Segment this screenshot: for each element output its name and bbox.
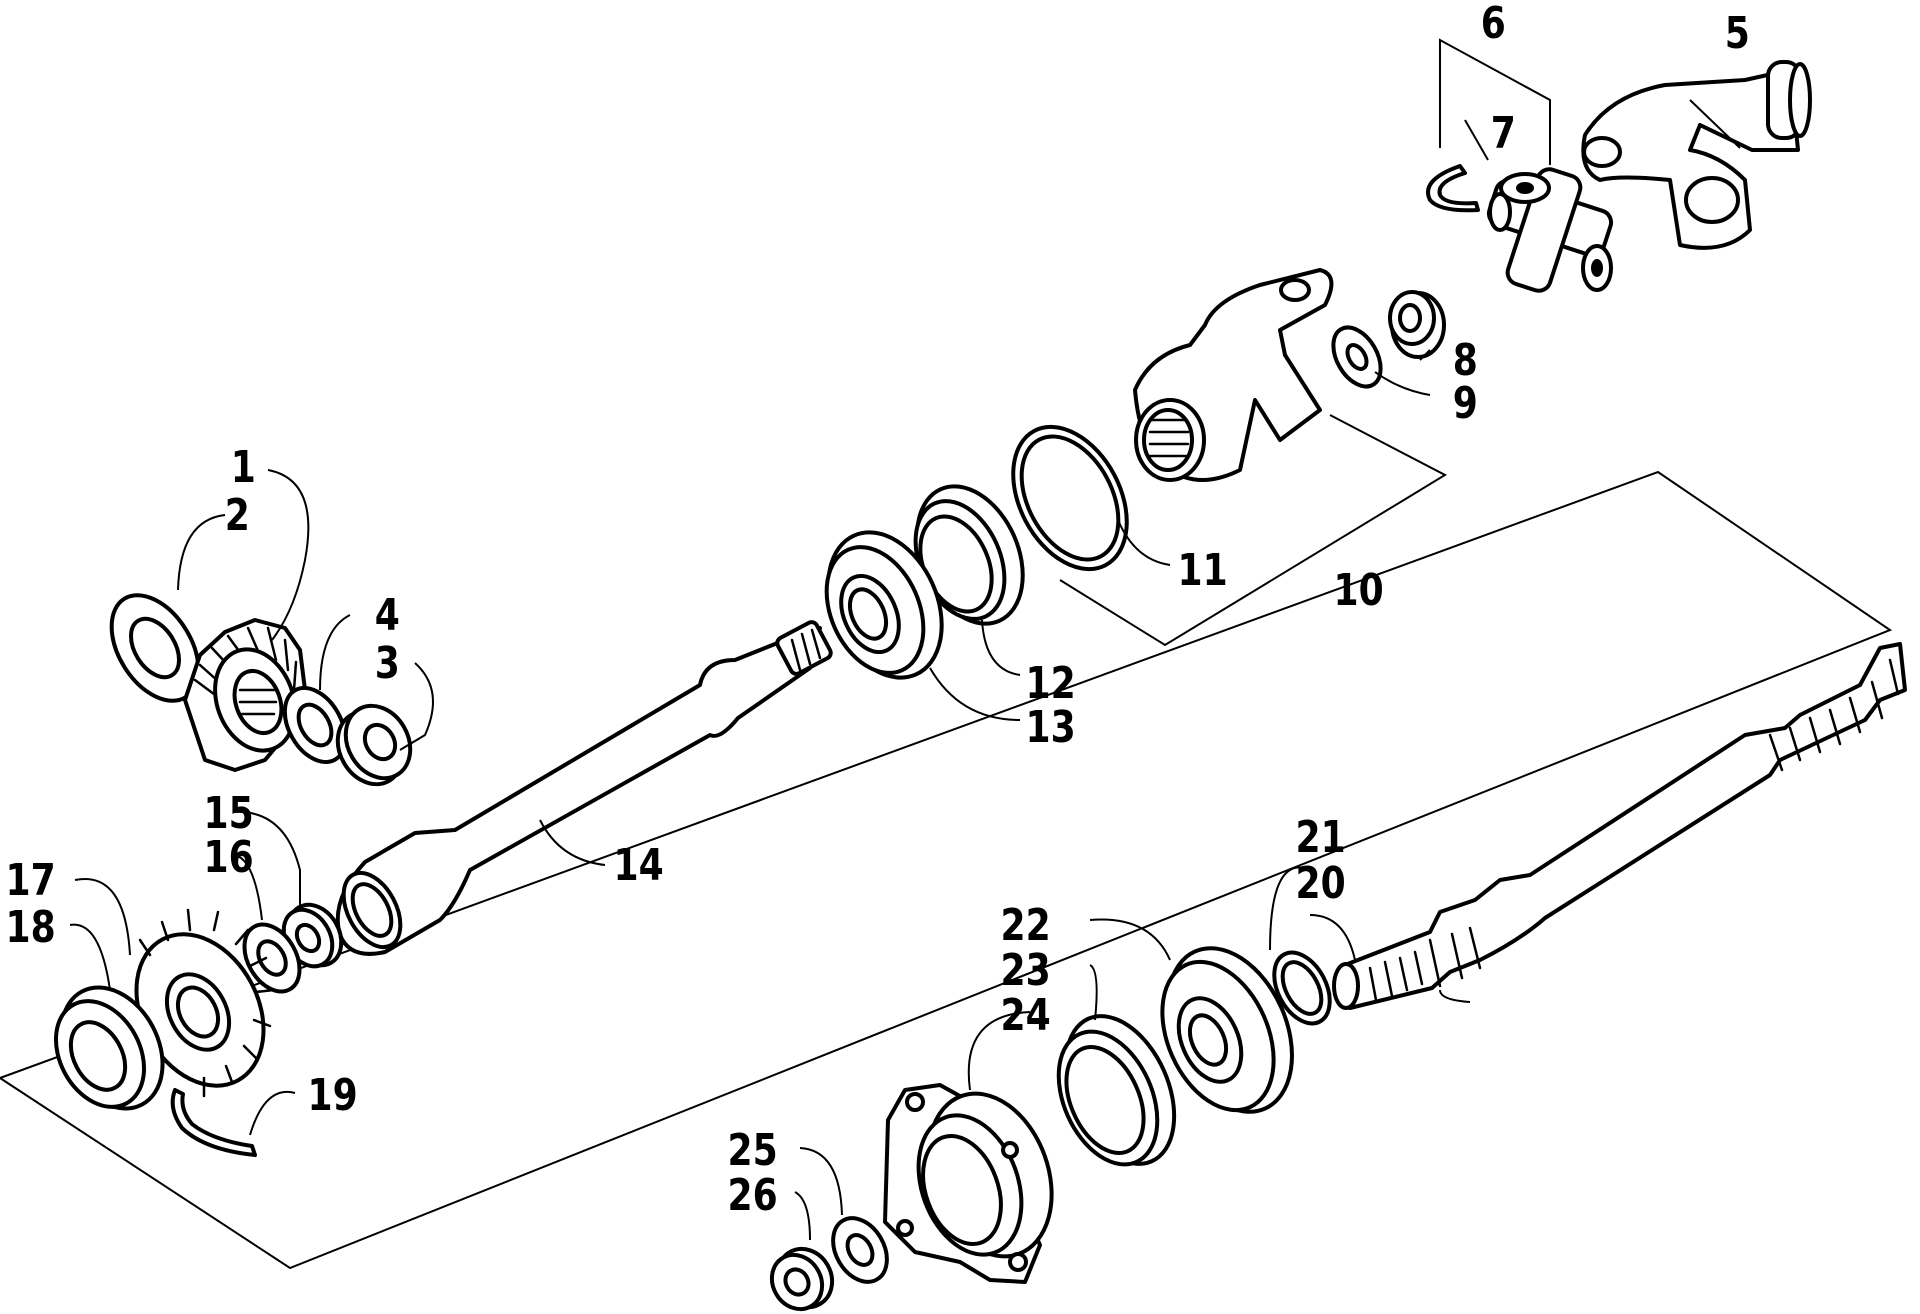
callout-24: 24 (1001, 991, 1051, 1041)
assembly-outline-10 (1059, 414, 1448, 647)
callout-4: 4 (375, 591, 400, 641)
callout-labels: 1 2 3 4 5 6 7 8 9 10 11 12 13 14 15 16 1… (6, 0, 1750, 1221)
callout-23: 23 (1001, 946, 1051, 996)
callout-8: 8 (1453, 336, 1478, 386)
part-1-bevel-gear (183, 618, 307, 772)
part-2-washer (109, 593, 201, 703)
part-21-o-ring (1272, 950, 1332, 1026)
callout-7: 7 (1491, 109, 1516, 159)
callout-20: 20 (1296, 859, 1346, 909)
part-10-splined-yoke (1133, 268, 1334, 482)
part-14-drive-shaft (335, 620, 833, 956)
part-20-output-shaft (1332, 642, 1907, 1010)
callout-26: 26 (728, 1171, 778, 1221)
part-26-washer (831, 1216, 889, 1284)
part-15-nut (281, 902, 344, 969)
assembly-outline-main (0, 470, 1893, 1270)
callout-17: 17 (6, 856, 56, 906)
callout-13: 13 (1026, 703, 1076, 753)
callout-15: 15 (204, 789, 254, 839)
part-19-circlip (170, 1088, 257, 1157)
callout-9: 9 (1453, 379, 1478, 429)
part-5-yoke (1581, 60, 1812, 250)
part-12-bearing-cup (913, 484, 1025, 626)
part-16-washer (242, 922, 302, 994)
part-8-nut (1388, 290, 1446, 359)
callout-6: 6 (1481, 0, 1506, 49)
callout-18: 18 (6, 903, 56, 953)
callout-16: 16 (204, 833, 254, 883)
callout-10: 10 (1334, 566, 1384, 616)
callout-22: 22 (1001, 901, 1051, 951)
callout-25: 25 (728, 1126, 778, 1176)
part-24-flange-housing (883, 1083, 1054, 1284)
part-9-washer (1331, 325, 1383, 389)
callout-5: 5 (1725, 9, 1750, 59)
callout-2: 2 (225, 491, 250, 541)
part-22-bearing (1160, 946, 1294, 1114)
part-13-bearing (824, 530, 944, 680)
part-17-gear (134, 908, 276, 1098)
callout-3: 3 (375, 639, 400, 689)
callout-12: 12 (1026, 659, 1076, 709)
part-25-nut (769, 1246, 835, 1312)
part-6-universal-joint-cross (1486, 167, 1614, 293)
callout-11: 11 (1178, 546, 1228, 596)
part-23-seal (1056, 1014, 1177, 1167)
callout-1: 1 (231, 443, 256, 493)
leader-lines (69, 99, 1741, 1241)
callout-14: 14 (614, 841, 664, 891)
part-11-seal-ring (1011, 424, 1129, 572)
part-18-bearing (53, 985, 165, 1111)
callout-21: 21 (1296, 813, 1346, 863)
part-7-circlip (1426, 164, 1480, 213)
assembly-outline-6 (1439, 38, 1551, 165)
part-4-washer (282, 686, 348, 764)
part-3-nut (335, 703, 413, 787)
callout-19: 19 (308, 1071, 358, 1121)
